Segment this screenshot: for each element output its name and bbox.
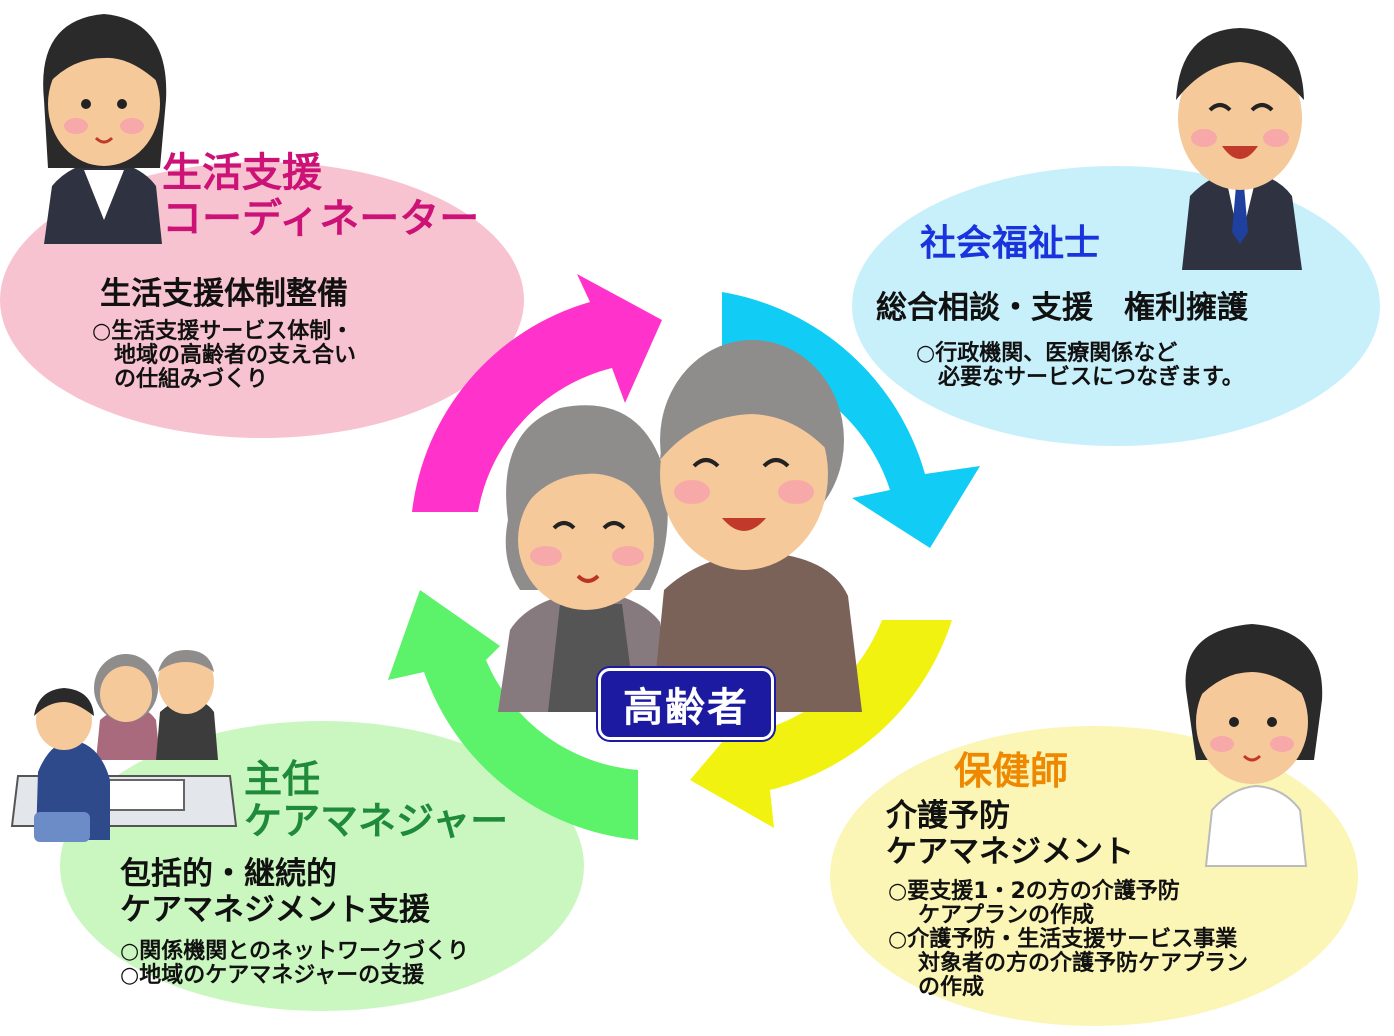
- social-worker-heading: 総合相談・支援 権利擁護: [876, 290, 1248, 326]
- female-coordinator-icon: [43, 14, 167, 244]
- nurse-note-4: 対象者の方の介護予防ケアプラン: [918, 951, 1249, 976]
- nurse-heading-line1: 介護予防: [886, 798, 1010, 834]
- coordinator-note-2: 地域の高齢者の支え合い: [114, 343, 357, 368]
- care-manager-heading-line2: ケアマネジメント支援: [120, 892, 430, 928]
- nurse-icon: [1185, 624, 1323, 867]
- elderly-couple-icon: [498, 340, 862, 712]
- nurse-note-3: ○介護予防・生活支援サービス事業: [888, 927, 1238, 952]
- care-manager-heading-line1: 包括的・継続的: [120, 856, 337, 892]
- arrow-green-icon: [388, 590, 638, 840]
- arrow-yellow-icon: [690, 620, 952, 828]
- coordinator-note-3: の仕組みづくり: [114, 367, 269, 392]
- consultation-scene-icon: [10, 650, 238, 842]
- coordinator-notes: ○生活支援サービス体制・ 地域の高齢者の支え合い の仕組みづくり: [92, 320, 356, 392]
- nurse-note-5: の作成: [918, 975, 985, 1000]
- care-manager-note-1: ○関係機関とのネットワークづくり: [120, 939, 469, 964]
- social-worker-note-1: ○行政機関、医療関係など: [916, 341, 1178, 366]
- care-manager-note-2: ○地域のケアマネジャーの支援: [120, 963, 425, 988]
- social-worker-title: 社会福祉士: [920, 223, 1101, 264]
- social-worker-notes: ○行政機関、医療関係など 必要なサービスにつなぎます。: [916, 342, 1244, 390]
- coordinator-title-line1: 生活支援: [162, 150, 322, 196]
- care-manager-title: 主任 ケアマネジャー: [244, 758, 508, 842]
- arrow-magenta-icon: [412, 274, 662, 512]
- nurse-note-2: ケアプランの作成: [918, 903, 1095, 928]
- nurse-heading: 介護予防 ケアマネジメント: [886, 798, 1134, 870]
- care-manager-title-line2: ケアマネジャー: [244, 799, 509, 843]
- nurse-notes: ○要支援1・2の方の介護予防 ケアプランの作成 ○介護予防・生活支援サービス事業…: [888, 880, 1248, 1000]
- social-worker-note-2: 必要なサービスにつなぎます。: [938, 365, 1244, 390]
- care-manager-title-line1: 主任: [244, 757, 321, 801]
- coordinator-heading: 生活支援体制整備: [100, 276, 348, 312]
- coordinator-title: 生活支援 コーディネーター: [162, 150, 479, 242]
- care-manager-heading: 包括的・継続的 ケアマネジメント支援: [120, 856, 430, 928]
- nurse-title: 保健師: [954, 749, 1069, 793]
- nurse-note-1: ○要支援1・2の方の介護予防: [888, 879, 1180, 904]
- male-social-worker-icon: [1176, 28, 1304, 270]
- care-manager-notes: ○関係機関とのネットワークづくり ○地域のケアマネジャーの支援: [120, 940, 469, 988]
- coordinator-note-1: ○生活支援サービス体制・: [92, 319, 354, 344]
- nurse-heading-line2: ケアマネジメント: [886, 834, 1134, 870]
- elderly-badge: 高齢者: [598, 668, 774, 740]
- coordinator-title-line2: コーディネーター: [162, 196, 480, 242]
